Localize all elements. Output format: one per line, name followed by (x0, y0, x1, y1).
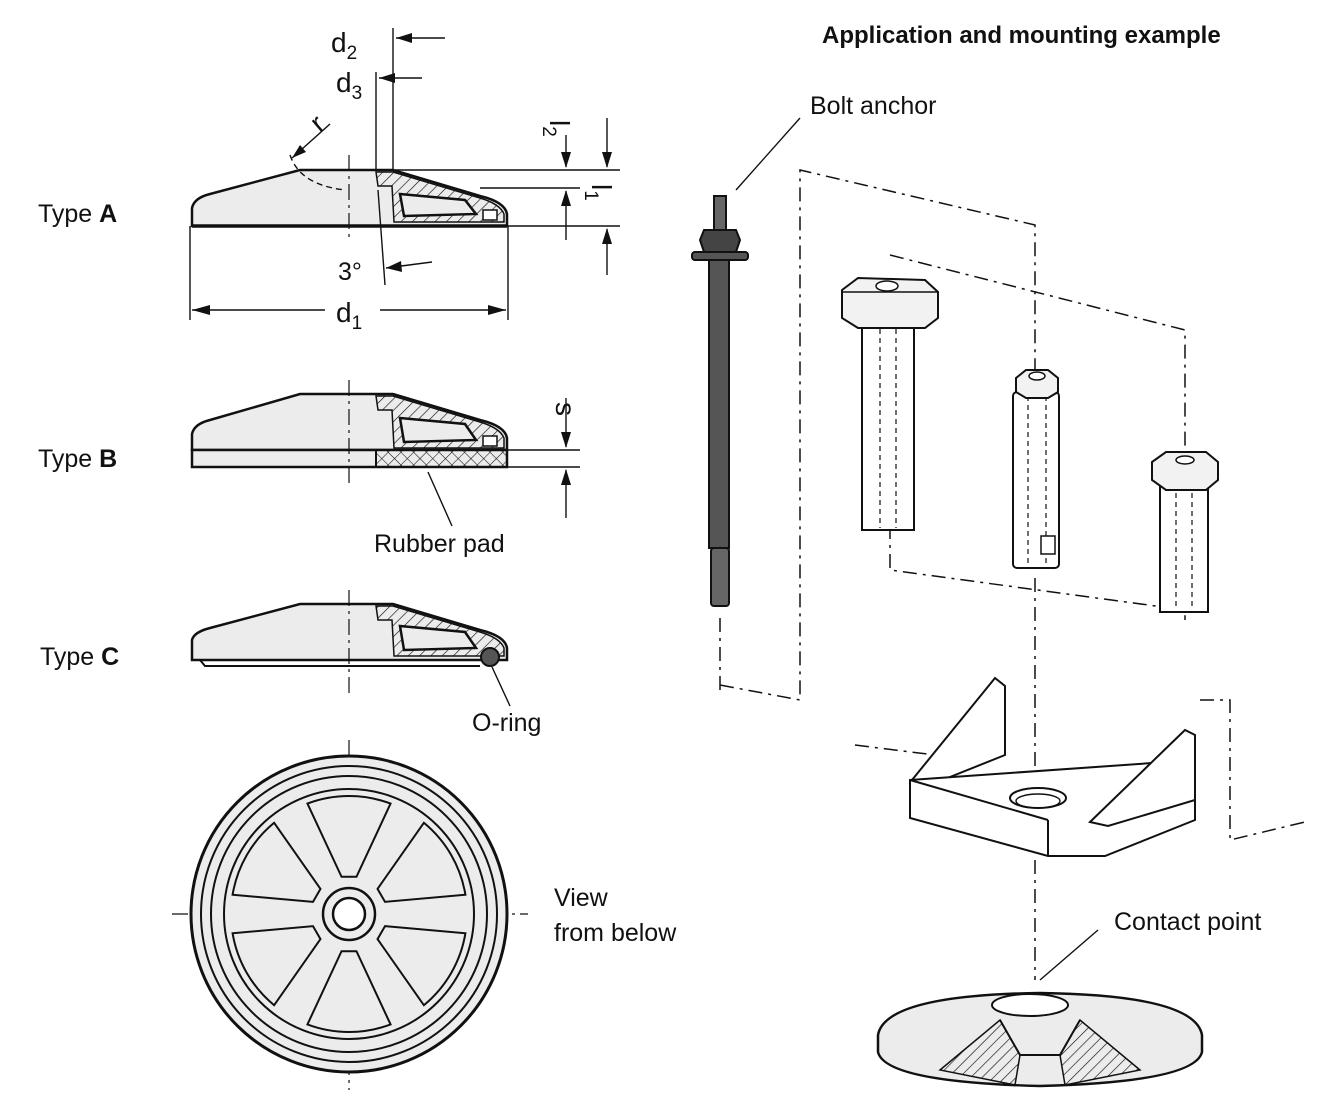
angle-label: 3° (338, 258, 362, 286)
heading: Application and mounting example (822, 22, 1221, 49)
bolt-anchor-washer (691, 251, 749, 261)
hex-bolt-small-shank (1159, 479, 1209, 613)
d2-label: d2 (331, 27, 357, 64)
spoke-window (306, 795, 392, 878)
hex-bolt-large (841, 276, 939, 531)
bolt-anchor-tip (710, 547, 730, 607)
spoke-window (376, 925, 467, 1007)
anchor-sleeve-slot (1040, 535, 1056, 555)
spoke-window (231, 925, 322, 1007)
r-label: r (304, 108, 331, 138)
l2-label: l2 (538, 120, 575, 137)
bolt-anchor-thread (713, 195, 727, 231)
o-ring-leader (491, 666, 511, 707)
bracket-gusset-left (910, 676, 1006, 787)
hub-bore (331, 896, 367, 932)
contact-point-leader (1039, 929, 1099, 981)
contact-point-label: Contact point (1114, 908, 1261, 936)
application-example: Application and mounting example Bolt an… (691, 22, 1306, 1088)
mounting-bracket (909, 676, 1196, 857)
type-b-section: Type B s Rubber pad (38, 380, 581, 558)
d3-label: d3 (336, 67, 362, 104)
d1-arrowhead-right (488, 305, 506, 315)
hex-bolt-large-shank (861, 317, 915, 531)
base-plane-left (854, 744, 936, 756)
bolt-anchor: Bolt anchor (691, 92, 936, 690)
l1-arrowhead-bottom (602, 228, 612, 244)
type-b-groove (482, 435, 498, 447)
type-c-cavity (398, 624, 479, 652)
l2-arrowhead-bottom (561, 190, 571, 206)
hex-bolt-large-head-bore (875, 280, 899, 292)
rim-inner-1 (200, 765, 498, 1063)
type-a-section: Type A d2 d3 r 3° (38, 27, 620, 334)
hex-bolt-small (1151, 451, 1219, 613)
hex-bolt-large-head (841, 276, 939, 329)
bolt-anchor-rod (708, 257, 730, 549)
type-a-label: Type A (38, 200, 117, 228)
angle-line (377, 189, 386, 286)
view-label-line2: from below (554, 919, 677, 947)
rubber-pad-leader (427, 471, 453, 527)
bottom-view: View from below (172, 740, 677, 1090)
l1-label: l1 (580, 184, 617, 201)
type-a-groove (482, 209, 498, 221)
s-arrowhead-top (561, 432, 571, 448)
middle-plane-outline (889, 254, 1186, 450)
rim-inner-2 (210, 775, 488, 1053)
spoke-window (231, 821, 322, 903)
type-b-cavity (398, 416, 479, 444)
type-c-label: Type C (40, 643, 119, 671)
rubber-pad-label: Rubber pad (374, 530, 505, 558)
d1-arrowhead-left (192, 305, 210, 315)
foot-contact-recess (991, 993, 1069, 1017)
anchor-sleeve (1012, 369, 1060, 569)
rubber-pad-section (375, 449, 508, 468)
type-c-section: Type C O-ring (40, 590, 541, 737)
s-arrowhead-bottom (561, 469, 571, 485)
bolt-anchor-label: Bolt anchor (810, 92, 936, 120)
r-arrowhead (292, 145, 306, 158)
angle-arrowhead (386, 261, 402, 272)
o-ring-label: O-ring (472, 709, 541, 737)
spoke-window (376, 821, 467, 903)
d3-arrowhead (379, 73, 395, 83)
hex-bolt-small-bore (1175, 455, 1195, 465)
view-label-line1: View (554, 884, 609, 912)
bracket-hole-inner (1015, 793, 1061, 809)
base-plane-right (1200, 699, 1306, 841)
s-label: s (550, 402, 581, 416)
bracket-gusset-right (1087, 728, 1196, 828)
anchor-sleeve-bore (1028, 371, 1046, 381)
levelling-foot-cutaway: Contact point (876, 908, 1261, 1088)
anchor-sleeve-nut (1015, 369, 1059, 399)
spokes (231, 795, 467, 1034)
type-c-base-step (199, 659, 480, 667)
l2-arrowhead-top (561, 152, 571, 168)
bracket-plate-edge-front (909, 779, 1049, 821)
type-a-cavity (398, 192, 479, 218)
hex-bolt-small-head (1151, 451, 1219, 491)
d2-arrowhead (396, 33, 412, 43)
l1-arrowhead-top (602, 152, 612, 168)
radius-arc (289, 154, 346, 191)
bolt-anchor-leader (735, 117, 801, 191)
type-b-label: Type B (38, 445, 117, 473)
rear-plane-outline (719, 169, 1036, 701)
lower-plane-outline (889, 525, 1186, 620)
o-ring-section (480, 647, 500, 667)
foot-cone-profile (999, 1019, 1081, 1056)
spoke-window (306, 950, 392, 1034)
bolt-anchor-nut (698, 229, 742, 253)
d1-label: d1 (336, 297, 362, 334)
